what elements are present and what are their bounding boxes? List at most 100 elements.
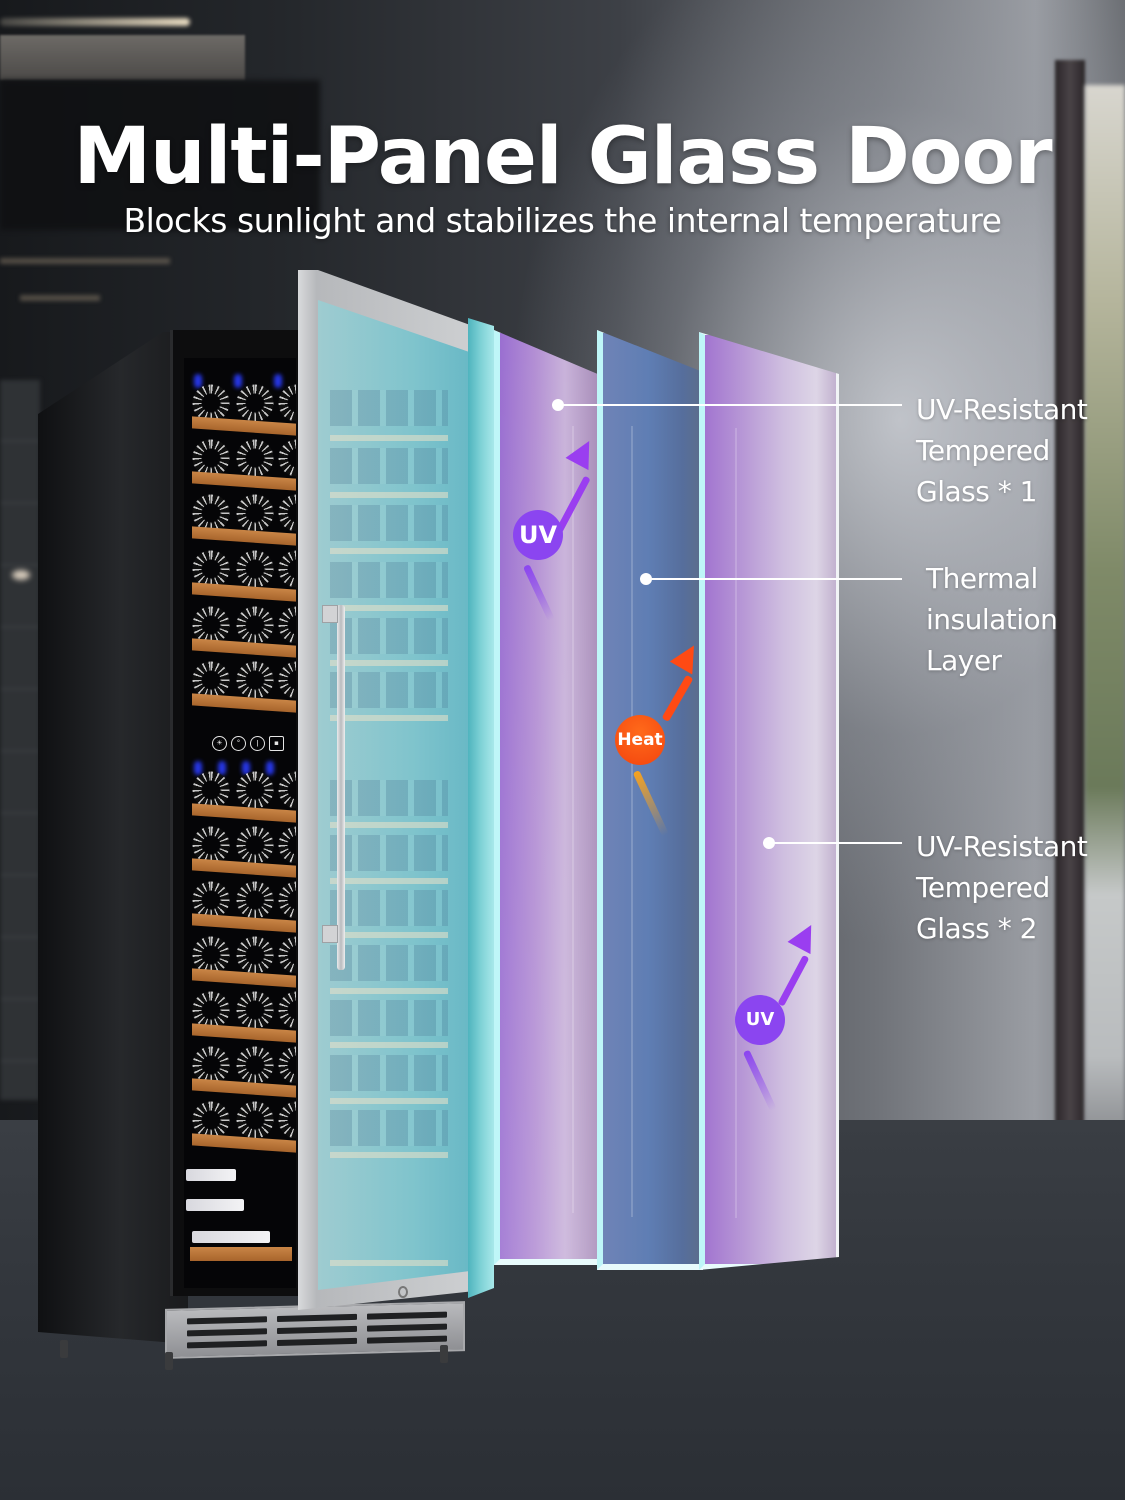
bottle-icon (236, 1101, 274, 1139)
uv-resistant-glass-panel-2 (699, 332, 839, 1270)
bottle-icon (236, 384, 274, 422)
thermometer-icon[interactable]: ǀ (250, 735, 265, 751)
led-icon (266, 761, 274, 775)
label-uv-glass-1: UV-Resistant Tempered Glass * 1 (916, 389, 1088, 512)
bottle-icon (278, 936, 296, 974)
lower-bottle-rack (186, 1165, 292, 1261)
bottle-icon (236, 494, 274, 532)
bottle-icon (192, 1101, 230, 1139)
wine-rack-row (184, 598, 296, 658)
control-panel: ☀ ° ǀ ▪ (212, 733, 296, 753)
bottle-icon (236, 1046, 274, 1084)
background-shelf (0, 258, 170, 264)
bottle-icon (278, 494, 296, 532)
label-line: Thermal (926, 562, 1038, 595)
wine-rack-row (184, 486, 296, 546)
wood-shelf (190, 1247, 292, 1261)
bottle-icon (192, 1046, 230, 1084)
lock-icon[interactable]: ▪ (269, 735, 284, 751)
light-icon[interactable]: ☀ (212, 735, 227, 751)
bottle-icon (192, 661, 230, 699)
reflected-bottles (330, 1000, 448, 1036)
handle-mount (322, 605, 338, 623)
lock-icon[interactable] (398, 1286, 408, 1298)
bottle-icon (186, 1199, 244, 1211)
grille-slot (187, 1316, 267, 1325)
led-icon (194, 374, 202, 388)
led-icon (234, 374, 242, 388)
wine-rack-row (184, 431, 296, 491)
fridge-leg (165, 1352, 173, 1370)
reflected-shelf (330, 715, 448, 721)
label-line: Glass * 1 (916, 475, 1037, 508)
label-line: Tempered (916, 871, 1050, 904)
reflected-shelf (330, 548, 448, 554)
reflected-shelf (330, 605, 448, 611)
wood-shelf (192, 693, 296, 713)
reflected-bottles (330, 890, 448, 926)
reflected-bottles (330, 448, 448, 484)
led-icon (242, 761, 250, 775)
reflected-bottles (330, 945, 448, 981)
uv-resistant-glass-panel-1 (494, 330, 600, 1265)
bottle-icon (236, 936, 274, 974)
door-handle[interactable] (337, 605, 345, 970)
grille-slot (277, 1325, 357, 1334)
wine-rack-row (184, 653, 296, 713)
reflected-shelf (330, 1098, 448, 1104)
bottle-icon (236, 550, 274, 588)
fridge-side-panel (38, 332, 188, 1344)
grille-slot (277, 1337, 357, 1346)
grille-slot (277, 1313, 357, 1322)
reflected-shelf (330, 988, 448, 994)
heat-badge: Heat (615, 715, 665, 765)
reflected-bottles (330, 672, 448, 708)
bottle-icon (192, 439, 230, 477)
bottle-icon (278, 439, 296, 477)
reflected-shelf (330, 932, 448, 938)
grille-slot (367, 1335, 447, 1344)
bottle-icon (236, 826, 274, 864)
door-glass-edge (468, 318, 494, 1298)
ventilation-grille (165, 1301, 465, 1359)
bottle-icon (192, 936, 230, 974)
reflected-bottles (330, 505, 448, 541)
panel-reflection (631, 426, 633, 1218)
reflected-shelf (330, 660, 448, 666)
grille-slot (367, 1323, 447, 1332)
bottle-icon (192, 1231, 270, 1243)
bottle-icon (236, 606, 274, 644)
ceiling-beam (0, 35, 245, 80)
reflected-bottles (330, 562, 448, 598)
grille-slot (367, 1311, 447, 1320)
bottle-icon (278, 881, 296, 919)
label-line: Tempered (916, 434, 1050, 467)
uv-badge: UV (513, 510, 563, 560)
bottle-icon (192, 606, 230, 644)
label-line: UV-Resistant (916, 393, 1088, 426)
bottle-icon (278, 771, 296, 809)
bottle-icon (192, 771, 230, 809)
reflected-shelf (330, 1042, 448, 1048)
bottle-icon (278, 1101, 296, 1139)
led-icon (218, 761, 226, 775)
headline-title: Multi-Panel Glass Door (73, 112, 1052, 202)
wine-rack-row (184, 928, 296, 988)
label-line: UV-Resistant (916, 830, 1088, 863)
led-icon (274, 374, 282, 388)
callout-line (558, 404, 902, 406)
reflected-bottles (330, 618, 448, 654)
background-dark-block (0, 80, 320, 230)
unit-toggle-icon[interactable]: ° (231, 735, 246, 751)
label-line: Layer (926, 644, 1002, 677)
bottle-icon (278, 826, 296, 864)
reflected-shelf (330, 1152, 448, 1158)
bottle-icon (278, 384, 296, 422)
wine-rack-row (184, 983, 296, 1043)
reflected-shelf (330, 822, 448, 828)
label-line: insulation (926, 603, 1058, 636)
label-thermal-layer: Thermal insulation Layer (926, 558, 1058, 681)
bottle-icon (192, 881, 230, 919)
reflected-shelf (330, 878, 448, 884)
